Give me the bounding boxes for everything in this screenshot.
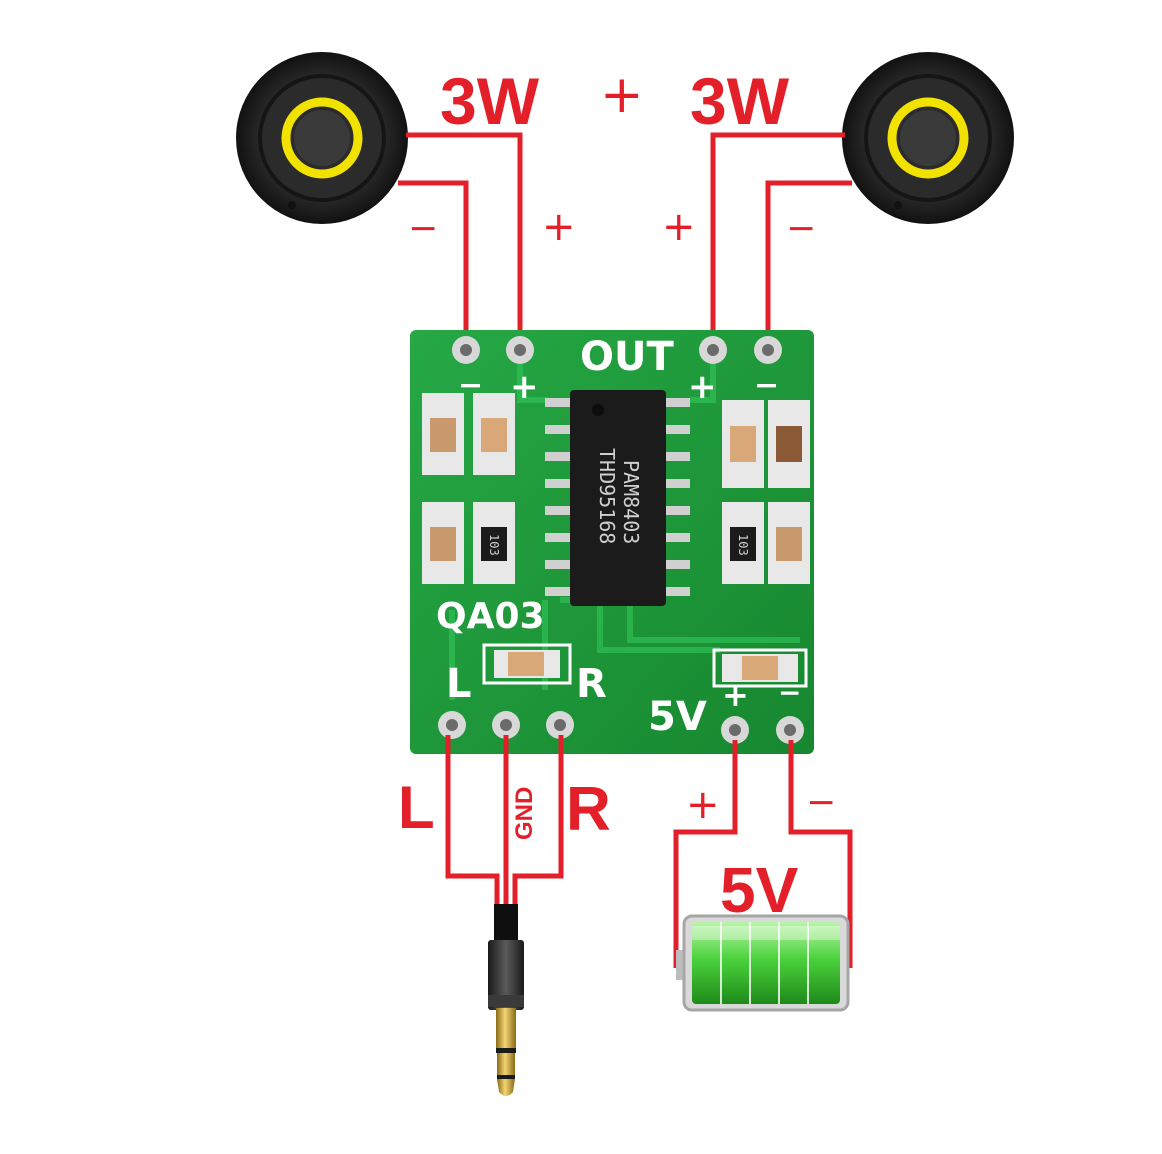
wire-supply-plus [673, 740, 738, 968]
battery-icon [676, 914, 850, 1012]
wire-input-l [445, 735, 500, 906]
out-right-minus-silk: − [754, 368, 779, 403]
out-right-plus-silk: + [688, 367, 717, 407]
wire-left-plus [406, 132, 523, 345]
input-wires [445, 735, 564, 906]
input-r-label: R [566, 775, 611, 844]
amplifier-chip: PAM8403 THD95168 [545, 390, 690, 606]
supply-minus-label: − [806, 782, 836, 823]
left-components: 103 [422, 393, 515, 584]
chip-marking-1: PAM8403 [619, 460, 643, 544]
chip-marking-2: THD95168 [595, 448, 619, 544]
wire-supply-minus [788, 740, 853, 968]
center-plus-label: + [600, 65, 644, 125]
input-pads [438, 711, 804, 744]
left-speaker-plus-label: + [542, 204, 576, 250]
supply-plus-label: + [686, 782, 720, 828]
supply-minus-silk: − [778, 676, 801, 709]
power-label-left: 3W [440, 64, 540, 138]
right-speaker-minus-label: − [786, 208, 816, 249]
input-gnd-label: GND [511, 787, 538, 840]
resistor-code-left: 103 [487, 534, 501, 556]
input-l-silk: L [446, 661, 472, 707]
power-wires [673, 740, 853, 968]
output-pads [452, 336, 782, 364]
supply-5v-silk: 5V [648, 694, 707, 740]
resistor-code-right: 103 [736, 534, 750, 556]
wire-left-minus [398, 180, 469, 345]
audio-jack-icon [488, 904, 524, 1096]
amplifier-board: OUT − + + − PAM8403 THD95168 [410, 330, 814, 754]
battery-voltage-label: 5V [720, 854, 799, 926]
wire-input-r [512, 735, 564, 906]
input-r-silk: R [576, 661, 607, 707]
left-speaker-icon [236, 52, 408, 224]
speaker-wires [398, 132, 852, 345]
right-components: 103 [722, 400, 810, 584]
input-l-label: L [398, 774, 435, 841]
model-silkscreen: QA03 [436, 596, 545, 637]
left-speaker-minus-label: − [408, 208, 438, 249]
right-speaker-plus-label: + [662, 204, 696, 250]
right-speaker-icon [842, 52, 1014, 224]
wire-right-plus [710, 132, 845, 345]
wire-right-minus [765, 180, 852, 345]
out-silkscreen: OUT [580, 334, 674, 380]
power-label-right: 3W [690, 64, 790, 138]
supply-plus-silk: + [722, 676, 749, 714]
